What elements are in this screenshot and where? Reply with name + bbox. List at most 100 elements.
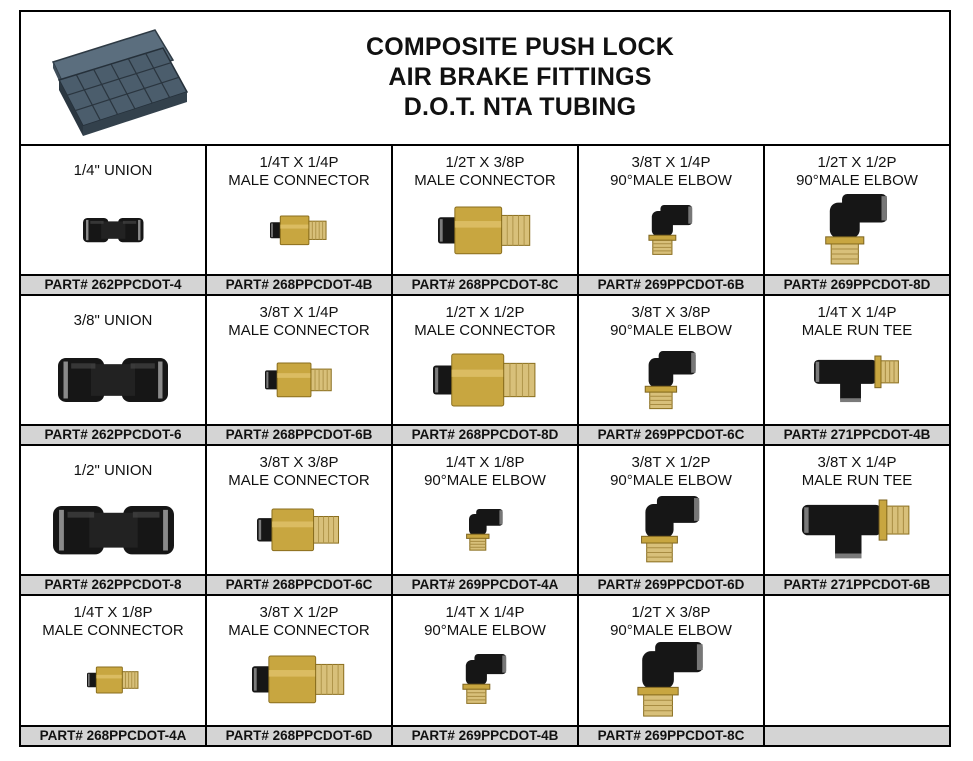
elbow-icon — [641, 496, 700, 563]
part-number: PART# 268PPCDOT-6B — [207, 424, 391, 444]
male-connector-icon — [252, 655, 345, 704]
fitting-cell: 3/8" UNION PART# 262PPCDOT-6 — [21, 296, 207, 446]
fitting-photo — [765, 186, 949, 274]
fitting-type: MALE RUN TEE — [801, 322, 913, 339]
part-number: PART# 269PPCDOT-8D — [765, 274, 949, 294]
part-number: PART# 269PPCDOT-6D — [579, 574, 763, 594]
male-connector-icon — [265, 362, 332, 398]
title-line-1: COMPOSITE PUSH LOCK — [366, 33, 674, 61]
fitting-description: 3/8" UNION — [21, 312, 205, 330]
fitting-photo — [393, 186, 577, 274]
fitting-type: MALE CONNECTOR — [228, 472, 370, 489]
fitting-size: 1/4T X 1/4P — [817, 304, 897, 321]
fitting-type: 90°MALE ELBOW — [610, 472, 732, 489]
fitting-size: 3/8T X 1/4P — [817, 454, 897, 471]
fitting-photo — [207, 486, 391, 574]
fitting-photo — [21, 336, 205, 424]
fitting-size: 1/2" UNION — [73, 462, 153, 479]
fitting-size: 1/4T X 1/4P — [445, 604, 525, 621]
part-number: PART# 268PPCDOT-4A — [21, 725, 205, 745]
fitting-type: MALE CONNECTOR — [228, 172, 370, 189]
fitting-size: 1/4T X 1/4P — [259, 154, 339, 171]
fitting-type: MALE CONNECTOR — [228, 622, 370, 639]
fitting-photo — [765, 486, 949, 574]
title-line-2: AIR BRAKE FITTINGS — [388, 63, 652, 91]
fitting-card — [765, 596, 949, 723]
fitting-photo — [21, 636, 205, 723]
fitting-photo — [579, 636, 763, 723]
fitting-size: 3/8T X 1/2P — [259, 604, 339, 621]
fitting-description: 1/4" UNION — [21, 162, 205, 180]
male-connector-icon — [438, 206, 531, 254]
part-number: PART# 262PPCDOT-8 — [21, 574, 205, 594]
part-number: PART# 262PPCDOT-6 — [21, 424, 205, 444]
fitting-card: 1/2" UNION — [21, 446, 205, 574]
run-tee-icon — [801, 499, 910, 558]
fitting-size: 3/8T X 3/8P — [259, 454, 339, 471]
part-number: PART# 269PPCDOT-6B — [579, 274, 763, 294]
part-number: PART# 271PPCDOT-4B — [765, 424, 949, 444]
fitting-photo — [579, 186, 763, 274]
fitting-cell — [765, 596, 949, 745]
fitting-size: 3/8T X 1/2P — [631, 454, 711, 471]
fitting-type: 90°MALE ELBOW — [424, 622, 546, 639]
fitting-photo — [393, 336, 577, 424]
union-icon — [82, 217, 144, 243]
fitting-size: 3/8" UNION — [73, 312, 153, 329]
fitting-type: 90°MALE ELBOW — [610, 322, 732, 339]
fitting-type: MALE CONNECTOR — [42, 622, 184, 639]
fitting-photo — [579, 486, 763, 574]
fitting-size: 3/8T X 1/4P — [259, 304, 339, 321]
union-icon — [58, 358, 168, 402]
fitting-size: 1/4T X 1/8P — [73, 604, 153, 621]
male-connector-icon — [257, 508, 340, 552]
union-icon — [52, 505, 174, 555]
fitting-size: 1/4" UNION — [73, 162, 153, 179]
fitting-photo — [393, 636, 577, 723]
fitting-size: 1/2T X 1/2P — [445, 304, 525, 321]
fitting-cell: 1/2" UNION PART# 262PPCDOT-8 — [21, 446, 207, 596]
elbow-icon — [648, 204, 693, 255]
fitting-type: MALE CONNECTOR — [228, 322, 370, 339]
title-line-3: D.O.T. NTA TUBING — [403, 93, 637, 121]
part-number: PART# 271PPCDOT-6B — [765, 574, 949, 594]
fitting-type: MALE CONNECTOR — [414, 322, 556, 339]
fitting-photo — [765, 636, 949, 723]
elbow-icon — [825, 194, 887, 265]
part-number: PART# 268PPCDOT-6D — [207, 725, 391, 745]
fitting-size: 1/2T X 3/8P — [631, 604, 711, 621]
